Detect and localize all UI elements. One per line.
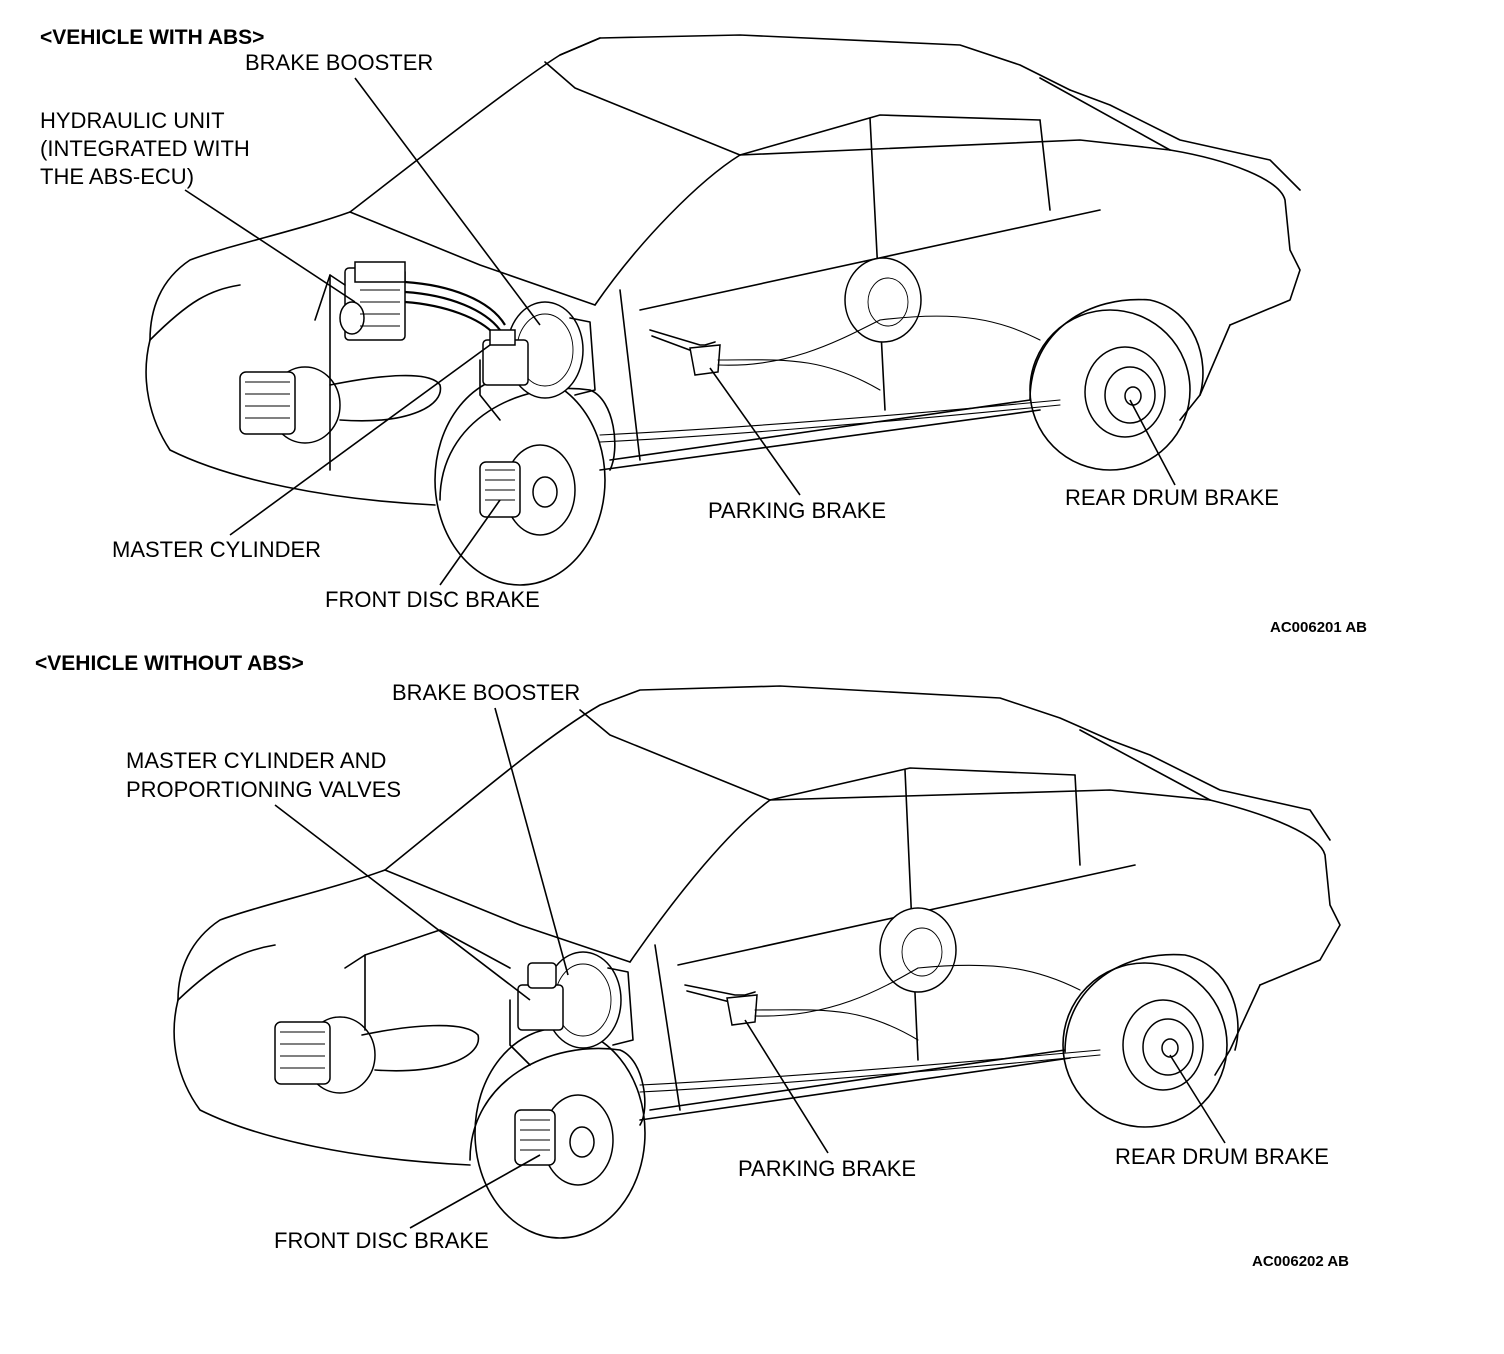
figure-code-top: AC006201 AB: [1270, 619, 1367, 636]
label-brake-booster-bottom: BRAKE BOOSTER: [392, 680, 580, 705]
label-master-cylinder-top: MASTER CYLINDER: [112, 537, 321, 562]
label-brake-booster-top: BRAKE BOOSTER: [245, 50, 433, 75]
diagram-without-abs: <VEHICLE WITHOUT ABS> BRAKE BOOSTER MAST…: [35, 652, 1349, 1270]
figure-code-bottom: AC006202 AB: [1252, 1253, 1349, 1270]
far-rear-drum-top: [844, 257, 922, 343]
parking-brake-bottom: [684, 964, 1081, 1041]
brake-lines-bottom: [639, 1049, 1101, 1093]
diagram-with-abs: <VEHICLE WITH ABS> BRAKE BOOSTER HYDRAUL…: [40, 26, 1367, 636]
rear-drum-brake-bottom: [1122, 999, 1204, 1091]
rear-drum-brake-top: [1084, 346, 1166, 438]
label-master-cylinder-valves-line2: PROPORTIONING VALVES: [126, 777, 401, 802]
leader-lines-top: [184, 77, 1176, 586]
header-without-abs: <VEHICLE WITHOUT ABS>: [35, 652, 304, 675]
front-disc-brake-top: [479, 444, 576, 536]
header-with-abs: <VEHICLE WITH ABS>: [40, 26, 264, 49]
label-parking-brake-bottom: PARKING BRAKE: [738, 1156, 916, 1181]
master-cylinder-valves-bottom: [509, 962, 564, 1066]
label-hydraulic-unit-line3: THE ABS-ECU): [40, 164, 194, 189]
label-rear-drum-brake-top: REAR DRUM BRAKE: [1065, 485, 1279, 510]
far-front-brake-top: [239, 366, 442, 444]
label-master-cylinder-valves-line1: MASTER CYLINDER AND: [126, 748, 386, 773]
rear-wheel-bottom: [1062, 962, 1228, 1128]
rear-wheel-top: [1029, 309, 1191, 471]
car-body-outline-bottom: [173, 685, 1341, 1166]
leader-lines-bottom: [274, 707, 1226, 1229]
far-rear-drum-bottom: [879, 907, 957, 993]
parking-brake-top: [649, 315, 1041, 391]
master-cylinder-top: [479, 329, 529, 421]
label-rear-drum-brake-bottom: REAR DRUM BRAKE: [1115, 1144, 1329, 1169]
front-disc-brake-bottom: [514, 1094, 614, 1186]
label-hydraulic-unit-line2: (INTEGRATED WITH: [40, 136, 250, 161]
label-front-disc-brake-bottom: FRONT DISC BRAKE: [274, 1228, 489, 1253]
label-parking-brake-top: PARKING BRAKE: [708, 498, 886, 523]
far-front-brake-bottom: [274, 929, 511, 1094]
label-hydraulic-unit-line1: HYDRAULIC UNIT: [40, 108, 225, 133]
hydraulic-unit-top: [314, 261, 406, 471]
label-front-disc-brake-top: FRONT DISC BRAKE: [325, 587, 540, 612]
